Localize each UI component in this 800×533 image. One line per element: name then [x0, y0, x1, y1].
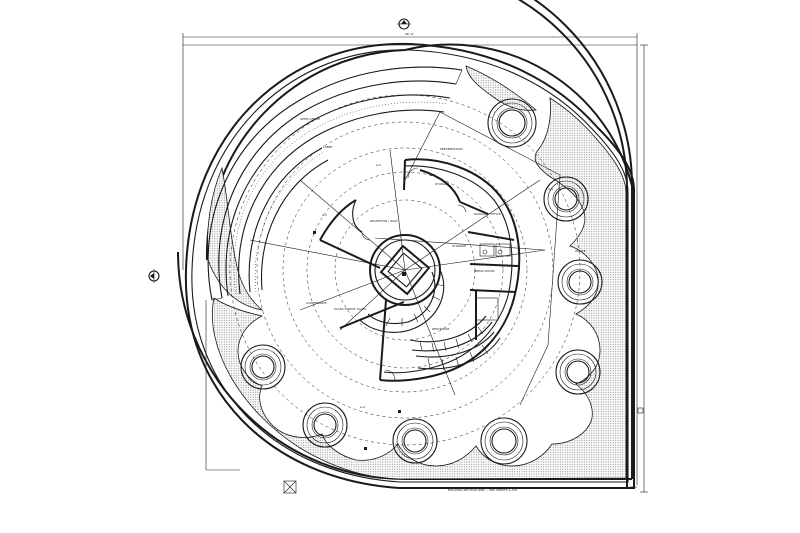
- perimeter-planting-band: [207, 65, 627, 480]
- top-dimension-text: 96'-0": [405, 32, 415, 36]
- wall-tag: A-1: [322, 213, 327, 217]
- north-arrow-icon: [397, 18, 411, 30]
- room-tag: PLAZA DIRECT SALES: [334, 307, 366, 311]
- bottom-note: BUILDING SECTION LINE — SEE SHEETS A-301: [448, 488, 517, 492]
- room-tag: BREAK ROOM: [474, 269, 495, 273]
- plan-annotations: PRESENTATION STORAGE MANAGER OFFICE PLAZ…: [300, 117, 586, 492]
- room-tag: OPEN OFFICE: [300, 117, 320, 121]
- curved-seating-bands: [207, 66, 463, 301]
- room-tag: CONFERENCE: [306, 301, 327, 305]
- room-tag: STORAGE: [435, 182, 449, 186]
- room-tag: PRESENTATION: [440, 147, 463, 151]
- wall-tag: A-3: [548, 187, 553, 191]
- wall-tag: A-4: [360, 405, 365, 409]
- building-footprint: [177, 0, 633, 487]
- core-building: [319, 158, 521, 382]
- room-tag: RECEPTION / WAIT: [370, 219, 398, 223]
- wall-tag: A-2: [376, 163, 381, 167]
- room-tag: MANAGER OFFICE: [474, 212, 501, 216]
- outer-wall: [184, 42, 635, 489]
- room-tag: OFFICE: [575, 249, 586, 253]
- grid-marker-icon: [283, 407, 644, 494]
- room-tag: LOBBY: [323, 145, 333, 149]
- section-marker-icon: [148, 269, 160, 283]
- room-tag: RESTROOM: [432, 327, 450, 331]
- room-tag: STORAGE: [452, 244, 466, 248]
